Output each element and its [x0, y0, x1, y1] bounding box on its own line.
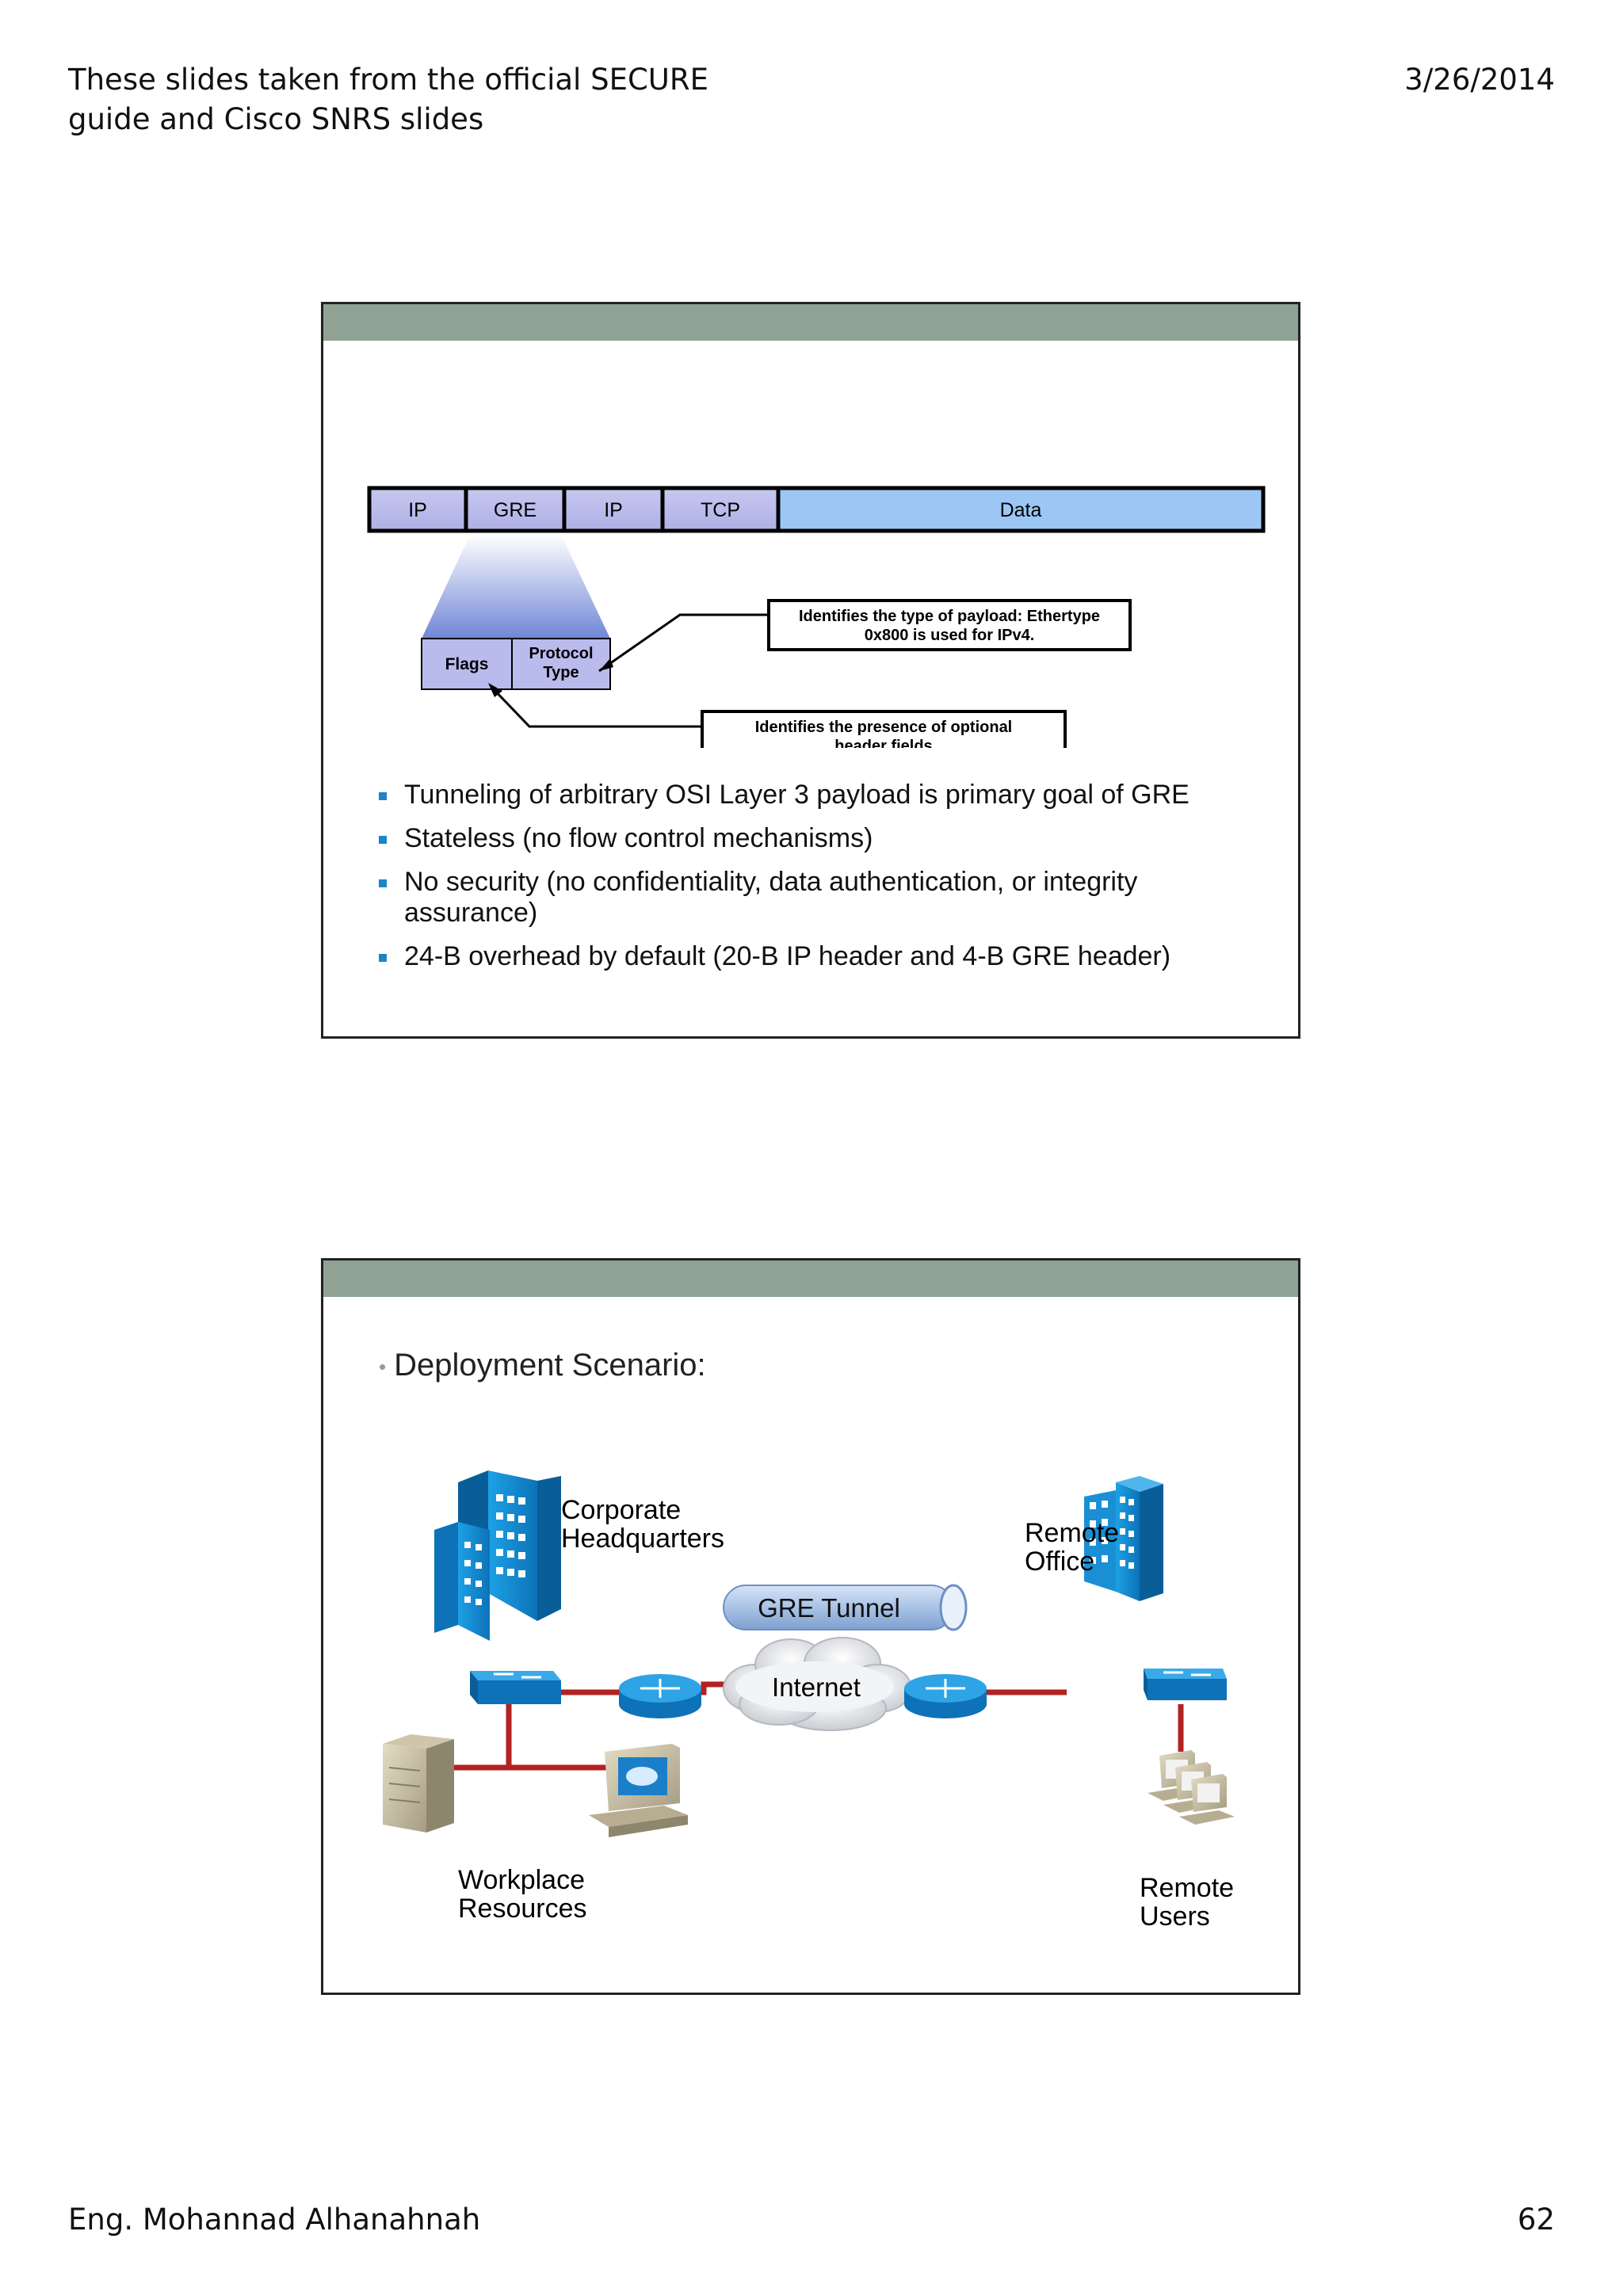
remote-router-icon: [904, 1674, 987, 1718]
page-header-date: 3/26/2014: [1404, 63, 1555, 97]
workstation-icon: [589, 1744, 688, 1837]
bullet-square-icon: [379, 954, 387, 962]
callout-flags-leader: [490, 685, 702, 728]
packet-field-ip-inner: [562, 486, 665, 533]
bullet-square-icon: [379, 879, 387, 887]
bullet-text: Tunneling of arbitrary OSI Layer 3 paylo…: [404, 780, 1190, 810]
slide-title-band: [323, 1261, 1298, 1297]
deployment-title: • Deployment Scenario:: [379, 1348, 706, 1383]
server-icon: [383, 1734, 454, 1833]
gre-subfield-protocol-label-1: Protocol: [529, 645, 593, 662]
packet-field-gre: [464, 486, 567, 533]
bullet-text: 24-B overhead by default (20-B IP header…: [404, 941, 1171, 971]
label-workplace-1: Workplace: [458, 1865, 585, 1895]
bullet-square-icon: [379, 792, 387, 800]
remote-switch-icon: [1144, 1669, 1227, 1700]
remote-office-building-icon: [1084, 1476, 1163, 1601]
gre-bullet-list: Tunneling of arbitrary OSI Layer 3 paylo…: [379, 780, 1266, 985]
bullet-text: No security (no confidentiality, data au…: [404, 867, 1138, 928]
callout-protocol-text-2: 0x800 is used for IPv4.: [865, 627, 1035, 644]
footer-author: Eng. Mohannad Alhanahnah: [68, 2203, 481, 2237]
bullet-item: Stateless (no flow control mechanisms): [379, 823, 1266, 854]
corporate-hq-building-icon: [434, 1470, 561, 1641]
callout-flags-arrowhead: [488, 683, 502, 697]
label-hq-2: Headquarters: [561, 1524, 724, 1554]
bullet-item: 24-B overhead by default (20-B IP header…: [379, 941, 1266, 972]
internet-cloud-icon: [723, 1637, 912, 1731]
header-line-2: guide and Cisco SNRS slides: [68, 102, 484, 136]
callout-flags-text-2: header fields: [834, 738, 932, 748]
gre-subfield-flags: [421, 638, 513, 690]
bullet-square-icon: [379, 836, 387, 844]
remote-users-pcs-icon: [1148, 1750, 1235, 1825]
packet-label-gre: GRE: [494, 499, 537, 521]
packet-label-ip-outer: IP: [408, 499, 427, 521]
callout-protocol-text-1: Identifies the type of payload: Ethertyp…: [799, 608, 1100, 625]
packet-field-ip-outer: [367, 486, 468, 533]
packet-label-ip-inner: IP: [604, 499, 623, 521]
label-workplace-2: Resources: [458, 1894, 587, 1924]
label-gre-tunnel: GRE Tunnel: [758, 1593, 900, 1623]
deployment-diagram: Corporate Headquarters Remote Offic: [383, 1470, 1235, 1932]
gre-subfield-protocol-label-2: Type: [543, 664, 579, 681]
packet-bar: IP GRE IP TCP Data: [367, 486, 1266, 533]
bullet-text: Stateless (no flow control mechanisms): [404, 823, 873, 853]
label-remote-users-2: Users: [1140, 1901, 1210, 1932]
label-remote-users-1: Remote: [1140, 1873, 1234, 1903]
bullet-dot-icon: •: [379, 1354, 387, 1379]
slide-gre-header: IP GRE IP TCP Data Flags Protocol Type I…: [321, 302, 1300, 1039]
callout-protocol-leader: [598, 613, 769, 673]
label-remote-office-2: Office: [1025, 1547, 1094, 1577]
bullet-item: Tunneling of arbitrary OSI Layer 3 paylo…: [379, 780, 1266, 810]
label-hq-1: Corporate: [561, 1495, 681, 1525]
hq-switch-icon: [470, 1671, 561, 1704]
gre-tunnel-icon: [723, 1584, 968, 1631]
gre-packet-diagram: IP GRE IP TCP Data Flags Protocol Type I…: [367, 486, 1266, 748]
header-line-1: These slides taken from the official SEC…: [68, 63, 708, 97]
gre-expansion-funnel: [422, 535, 610, 639]
label-remote-office-1: Remote: [1025, 1518, 1119, 1548]
hq-router-icon: [619, 1674, 701, 1718]
deployment-title-text: Deployment Scenario:: [394, 1348, 706, 1383]
bullet-item: No security (no confidentiality, data au…: [379, 867, 1266, 929]
gre-subfield-flags-label: Flags: [445, 655, 489, 673]
footer-page-number: 62: [1517, 2203, 1555, 2237]
slide-deployment-scenario: • Deployment Scenario:: [321, 1258, 1300, 1995]
callout-flags-text-1: Identifies the presence of optional: [755, 719, 1013, 736]
packet-label-tcp: TCP: [701, 499, 740, 521]
callout-protocol-arrowhead: [599, 658, 613, 671]
callout-flags-box: [701, 710, 1067, 748]
label-internet: Internet: [772, 1672, 861, 1702]
slide-title-band: [323, 304, 1298, 341]
packet-label-data: Data: [1000, 499, 1042, 521]
page-header-title: These slides taken from the official SEC…: [68, 60, 781, 139]
packet-field-data: [776, 486, 1266, 533]
callout-protocol-box: [767, 599, 1132, 651]
